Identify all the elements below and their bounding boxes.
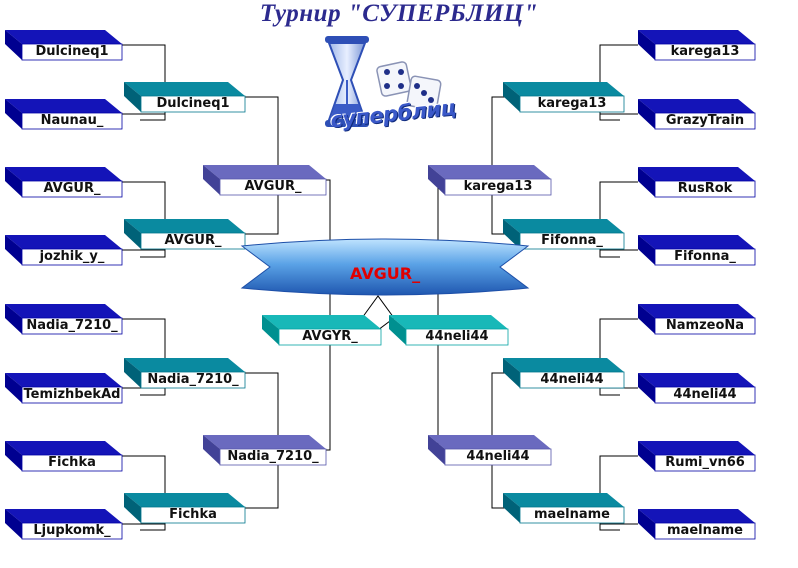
tournament-title: Турнир "СУПЕРБЛИЦ" — [259, 0, 539, 27]
right-r1-player-5: NamzeoNa — [638, 304, 756, 335]
right-r1-player-6-label: 44neli44 — [673, 387, 737, 402]
right-r1-player-4: Fifonna_ — [638, 235, 756, 266]
left-r2-player-3-label: Nadia_7210_ — [147, 372, 239, 387]
left-r2-player-1: Dulcineq1 — [124, 82, 246, 113]
left-semifinal-player-label: AVGYR_ — [302, 329, 358, 344]
right-r1-player-2: GrazyTrain — [638, 99, 756, 130]
right-r1-player-8-label: maelname — [667, 523, 743, 538]
left-r2-player-4: Fichka — [124, 493, 246, 524]
left-r1-player-5: Nadia_7210_ — [5, 304, 123, 335]
left-r1-player-8-label: Ljupkomk_ — [33, 523, 111, 538]
right-r2-player-2: Fifonna_ — [503, 219, 625, 250]
right-r3-player-2: 44neli44 — [428, 435, 552, 466]
left-r1-player-7: Fichka — [5, 441, 123, 472]
right-r1-player-7-label: Rumi_vn66 — [665, 455, 745, 470]
right-r2-player-4-label: maelname — [534, 507, 610, 522]
left-r1-player-7-label: Fichka — [48, 455, 96, 470]
left-r1-player-3-label: AVGUR_ — [43, 181, 101, 196]
right-r1-player-5-label: NamzeoNa — [665, 318, 745, 333]
right-r1-player-3-label: RusRok — [677, 181, 733, 196]
right-r1-player-8: maelname — [638, 509, 756, 540]
left-r1-player-8: Ljupkomk_ — [5, 509, 123, 540]
left-r2-player-1-label: Dulcineq1 — [156, 96, 230, 111]
right-semifinal-player: 44neli44 — [389, 315, 509, 346]
left-r2-player-2-label: AVGUR_ — [164, 233, 222, 248]
right-r2-player-4: maelname — [503, 493, 625, 524]
superblitz-logo: суперблиц — [305, 34, 475, 143]
left-r3-player-1-label: AVGUR_ — [244, 179, 302, 194]
right-r2-player-3-label: 44neli44 — [540, 372, 604, 387]
champion-name: AVGUR_ — [349, 264, 421, 283]
left-r2-player-2: AVGUR_ — [124, 219, 246, 250]
left-r3-player-1: AVGUR_ — [203, 165, 327, 196]
left-r1-player-5-label: Nadia_7210_ — [26, 318, 118, 333]
right-r2-player-3: 44neli44 — [503, 358, 625, 389]
left-r2-player-3: Nadia_7210_ — [124, 358, 246, 389]
right-r1-player-6: 44neli44 — [638, 373, 756, 404]
left-r3-player-2-label: Nadia_7210_ — [227, 449, 319, 464]
right-r2-player-1: karega13 — [503, 82, 625, 113]
right-r1-player-1-label: karega13 — [670, 44, 740, 59]
right-r3-player-2-label: 44neli44 — [466, 449, 530, 464]
right-r2-player-1-label: karega13 — [537, 96, 607, 111]
left-r1-player-6-label: TemizhbekAd — [23, 387, 121, 402]
right-semifinal-player-label: 44neli44 — [425, 329, 489, 344]
left-r1-player-1-label: Dulcineq1 — [35, 44, 109, 59]
left-r1-player-2-label: Naunau_ — [40, 113, 104, 128]
left-r2-player-4-label: Fichka — [169, 507, 217, 522]
right-r1-player-4-label: Fifonna_ — [674, 249, 736, 264]
left-r1-player-3: AVGUR_ — [5, 167, 123, 198]
left-r3-player-2: Nadia_7210_ — [203, 435, 327, 466]
right-r3-player-1-label: karega13 — [463, 179, 533, 194]
left-r1-player-1: Dulcineq1 — [5, 30, 123, 61]
left-semifinal-player: AVGYR_ — [262, 315, 382, 346]
right-r1-player-2-label: GrazyTrain — [665, 113, 745, 128]
right-r2-player-2-label: Fifonna_ — [541, 233, 603, 248]
left-r1-player-2: Naunau_ — [5, 99, 123, 130]
right-r1-player-3: RusRok — [638, 167, 756, 198]
right-r1-player-1: karega13 — [638, 30, 756, 61]
right-r1-player-7: Rumi_vn66 — [638, 441, 756, 472]
left-r1-player-4: jozhik_y_ — [5, 235, 123, 266]
champion-banner: AVGUR_ — [240, 238, 530, 296]
left-r1-player-4-label: jozhik_y_ — [39, 249, 105, 264]
left-r1-player-6: TemizhbekAd — [5, 373, 123, 404]
right-r3-player-1: karega13 — [428, 165, 552, 196]
